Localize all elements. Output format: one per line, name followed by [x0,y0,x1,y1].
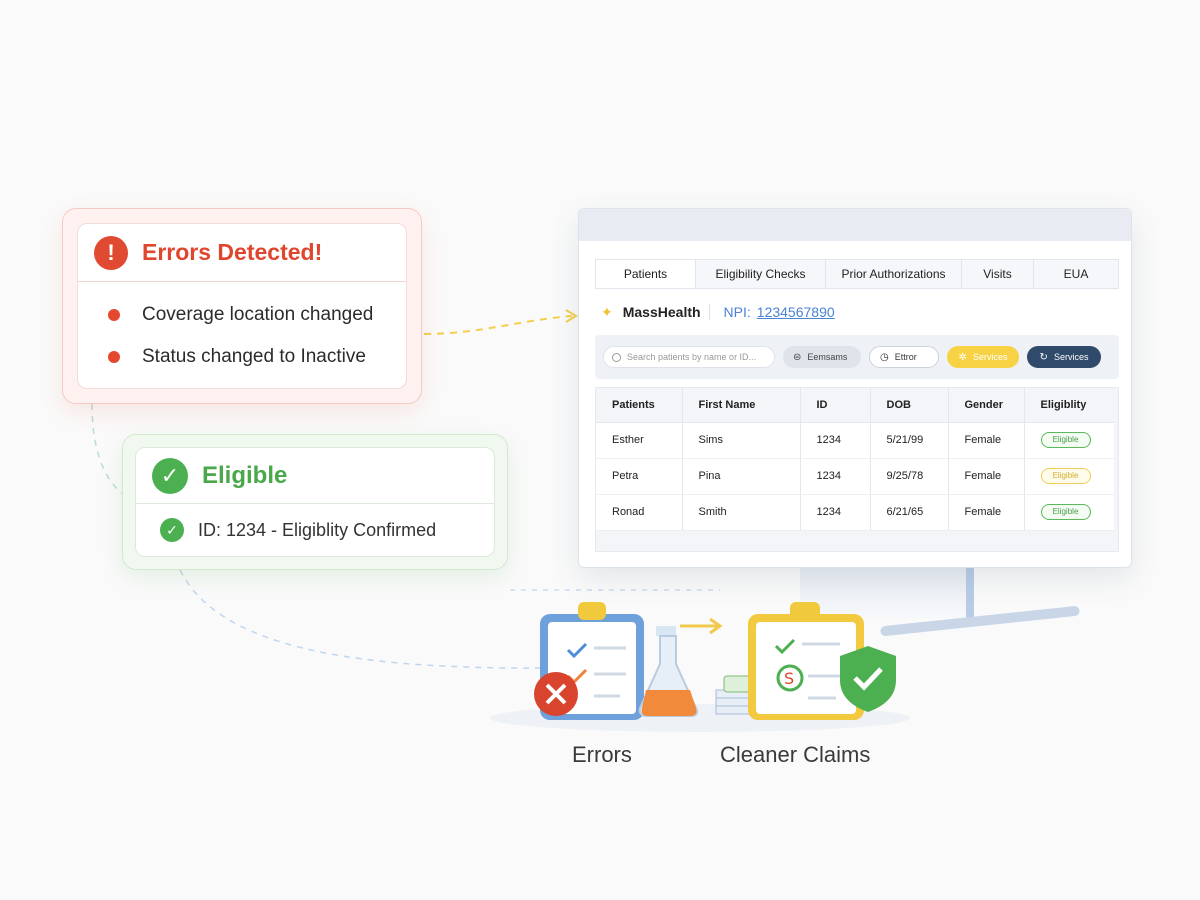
check-circle-icon: ✓ [152,457,188,494]
table-row[interactable]: Esther Sims 1234 5/21/99 Female Eligible [596,422,1114,459]
table-header-row: Patients First Name ID DOB Gender Eligib… [596,388,1114,423]
monitor: Patients Eligibility Checks Prior Author… [578,208,1132,568]
table-row[interactable]: Ronad Smith 1234 6/21/65 Female Eligible [596,494,1114,531]
col-gender: Gender [948,388,1025,423]
errors-title: Errors Detected! [142,239,323,265]
cell-eligibility: Eligible [1024,422,1114,459]
col-patients: Patients [596,388,683,423]
col-first-name: First Name [682,388,801,423]
error-clipboard-icon [540,602,644,720]
cell-first-name: Smith [682,494,801,531]
error-x-icon [534,672,578,716]
eligibility-badge: Eligible [1040,504,1091,520]
cell-first-name: Sims [682,422,801,459]
clock-icon: ◷ [880,351,889,363]
cell-id: 1234 [800,494,871,531]
tab-patients[interactable]: Patients [596,260,696,288]
patients-table-wrap: Patients First Name ID DOB Gender Eligib… [595,387,1119,552]
npi-label: NPI: [723,304,751,320]
eligibility-badge: Eligible [1040,468,1091,484]
svg-text:S: S [784,669,794,688]
cell-dob: 5/21/99 [870,422,949,459]
cell-dob: 9/25/78 [870,458,949,495]
org-header: ✦ MassHealth NPI: 1234567890 [595,289,1119,335]
eligible-title: Eligible [202,461,288,489]
caption-errors: Errors [572,742,632,767]
filter-icon: ⊜ [793,351,802,363]
cell-patient: Ronad [596,494,683,531]
cell-id: 1234 [800,422,871,459]
gear-icon: ✲ [958,351,967,363]
check-small-icon: ✓ [160,518,184,542]
monitor-stand-pole [966,568,974,618]
table-row[interactable]: Petra Pina 1234 9/25/78 Female Eligible [596,458,1114,495]
npi-link[interactable]: 1234567890 [756,304,835,320]
eligibility-badge: Eligible [1040,432,1091,448]
eligible-card: ✓ Eligible ✓ ID: 1234 - Eligiblity Confi… [122,434,508,570]
error-item: Coverage location changed [108,294,406,336]
cell-gender: Female [948,494,1025,531]
flask-icon [638,626,699,717]
clean-clipboard-icon: S [748,602,864,720]
exclamation-icon: ! [94,235,128,270]
tab-prior-authorizations[interactable]: Prior Authorizations [826,260,962,288]
monitor-top-bar [579,209,1131,241]
search-icon [612,352,621,362]
services-button-navy[interactable]: ↻Services [1027,346,1101,368]
eligibility-confirmation: ✓ ID: 1234 - Eligiblity Confirmed [136,504,494,556]
services-button-yellow[interactable]: ✲Services [947,346,1019,368]
cell-first-name: Pina [682,458,801,495]
caption-cleaner-claims: Cleaner Claims [720,742,871,767]
cell-id: 1234 [800,458,871,495]
cell-dob: 6/21/65 [870,494,949,531]
col-dob: DOB [870,388,949,423]
search-input[interactable]: Search patients by name or ID... [603,346,775,368]
error-item: Status changed to Inactive [108,336,406,378]
tab-eligibility-checks[interactable]: Eligibility Checks [696,260,826,288]
tab-visits[interactable]: Visits [962,260,1034,288]
cell-gender: Female [948,458,1025,495]
cash-stack-icon [715,675,781,715]
cell-patient: Esther [596,422,683,459]
col-id: ID [800,388,871,423]
filter-pill-error[interactable]: ◷Ettror [869,346,939,368]
bullet-dot-icon [108,351,120,363]
sparkle-icon: ✦ [601,303,613,320]
eligibility-app: Patients Eligibility Checks Prior Author… [595,259,1119,552]
tab-eua[interactable]: EUA [1063,267,1089,281]
cell-eligibility: Eligible [1024,458,1114,495]
cell-patient: Petra [596,458,683,495]
patients-table: Patients First Name ID DOB Gender Eligib… [596,388,1114,531]
monitor-stand [800,568,970,618]
bullet-dot-icon [108,309,120,321]
cell-eligibility: Eligible [1024,494,1114,531]
errors-detected-card: ! Errors Detected! Coverage location cha… [62,208,422,404]
shield-check-icon [840,646,896,712]
refresh-icon: ↻ [1039,351,1048,363]
filter-toolbar: Search patients by name or ID... ⊜Eemsam… [595,335,1119,379]
col-eligibility: Eligiblity [1024,388,1114,423]
tab-bar: Patients Eligibility Checks Prior Author… [595,259,1119,289]
cell-gender: Female [948,422,1025,459]
org-name: MassHealth [623,304,710,320]
filter-pill-eemsams[interactable]: ⊜Eemsams [783,346,861,368]
